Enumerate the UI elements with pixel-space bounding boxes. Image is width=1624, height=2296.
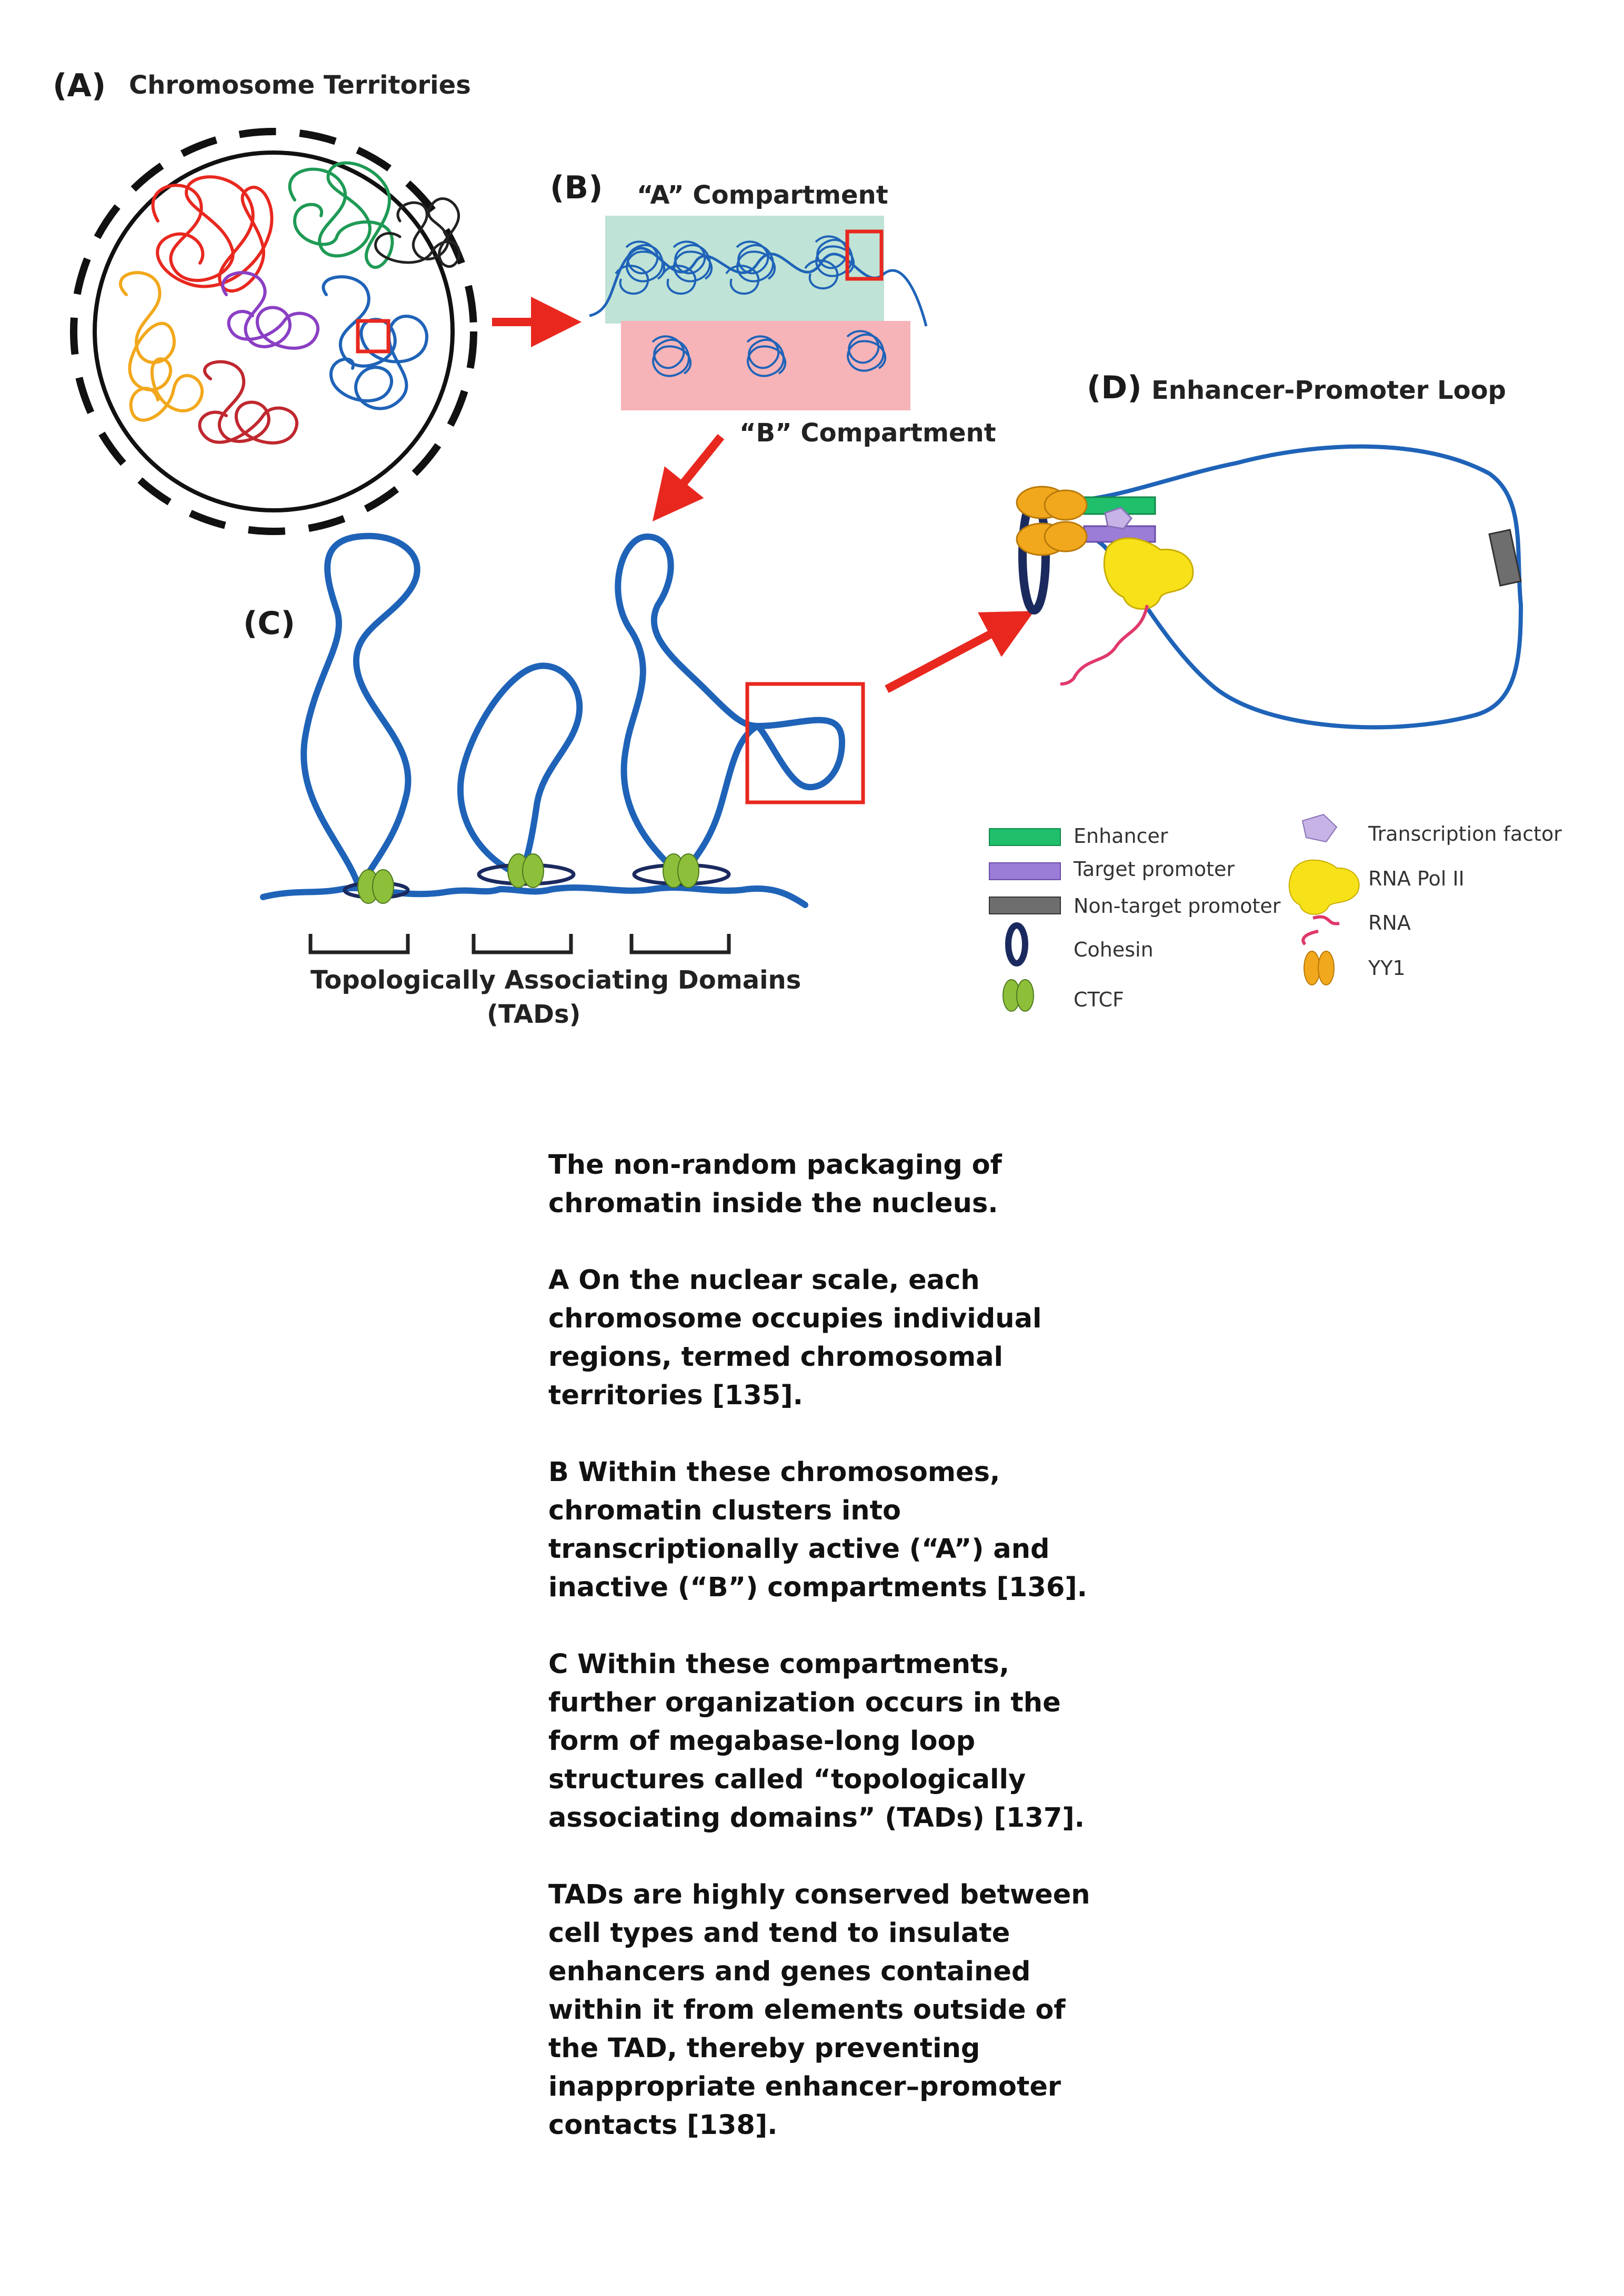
panel-a-label: (A) — [53, 67, 106, 104]
transcription-factor-icon — [1301, 813, 1338, 843]
nucleus-diagram — [70, 128, 477, 535]
panel-d-label: (D) — [1087, 369, 1142, 406]
legend-ctcf-label: CTCF — [1074, 988, 1124, 1011]
compartment-b-label: “B” Compartment — [739, 418, 996, 448]
caption-paragraph-a: A On the nuclear scale, each chromosome … — [548, 1265, 1042, 1411]
legend-rna-pol-label: RNA Pol II — [1368, 867, 1465, 890]
enhancer-promoter-loop — [1016, 444, 1523, 730]
legend-swatches — [989, 813, 1360, 1012]
compartments-diagram — [589, 216, 928, 410]
rna-pol-icon — [1288, 859, 1360, 915]
tads-diagram — [260, 532, 846, 908]
arrow-b-to-c — [652, 434, 725, 522]
panel-a-title: Chromosome Territories — [129, 71, 471, 100]
caption-paragraph-c: C Within these compartments, further org… — [548, 1649, 1085, 1834]
legend-cohesin-label: Cohesin — [1074, 938, 1154, 961]
legend-non-target-promoter-swatch — [989, 897, 1061, 914]
panel-b-label: (B) — [550, 169, 603, 206]
tad-anchors — [343, 853, 731, 904]
panel-d-title: Enhancer-Promoter Loop — [1151, 376, 1506, 405]
tad-loop-highlight — [745, 682, 865, 804]
legend-rna-label: RNA — [1368, 911, 1411, 934]
panel-c-label: (C) — [243, 605, 295, 642]
tads-label-line2: (TADs) — [487, 1000, 581, 1029]
figure-caption: The non-random packaging of chromatin in… — [548, 1146, 1122, 2144]
figure-artwork — [70, 128, 1523, 1012]
figure: (A) Chromosome Territories (B) “A” Compa… — [0, 0, 1624, 1052]
ctcf-icon — [1003, 979, 1034, 1012]
arrow-c-to-d — [885, 611, 1035, 693]
caption-paragraph-tads: TADs are highly conserved between cell t… — [548, 1879, 1090, 2141]
legend-non-target-promoter-label: Non-target promoter — [1074, 894, 1281, 918]
legend-enhancer-label: Enhancer — [1074, 824, 1168, 848]
legend-transcription-factor-label: Transcription factor — [1368, 822, 1562, 845]
yy1-icon — [1304, 951, 1335, 985]
tad-brackets — [308, 934, 731, 954]
chromosome-territories — [119, 161, 461, 445]
legend-enhancer-swatch — [989, 828, 1061, 846]
rna-icon — [1301, 915, 1340, 946]
legend-yy1-label: YY1 — [1368, 956, 1406, 980]
compartment-a-label: “A” Compartment — [637, 180, 888, 210]
caption-title: The non-random packaging of chromatin in… — [548, 1150, 1002, 1219]
legend-target-promoter-label: Target promoter — [1074, 858, 1235, 881]
tads-label-line1: Topologically Associating Domains — [310, 965, 801, 995]
cohesin-icon — [1005, 922, 1028, 966]
legend-target-promoter-swatch — [989, 862, 1061, 880]
caption-paragraph-b: B Within these chromosomes, chromatin cl… — [548, 1457, 1088, 1603]
